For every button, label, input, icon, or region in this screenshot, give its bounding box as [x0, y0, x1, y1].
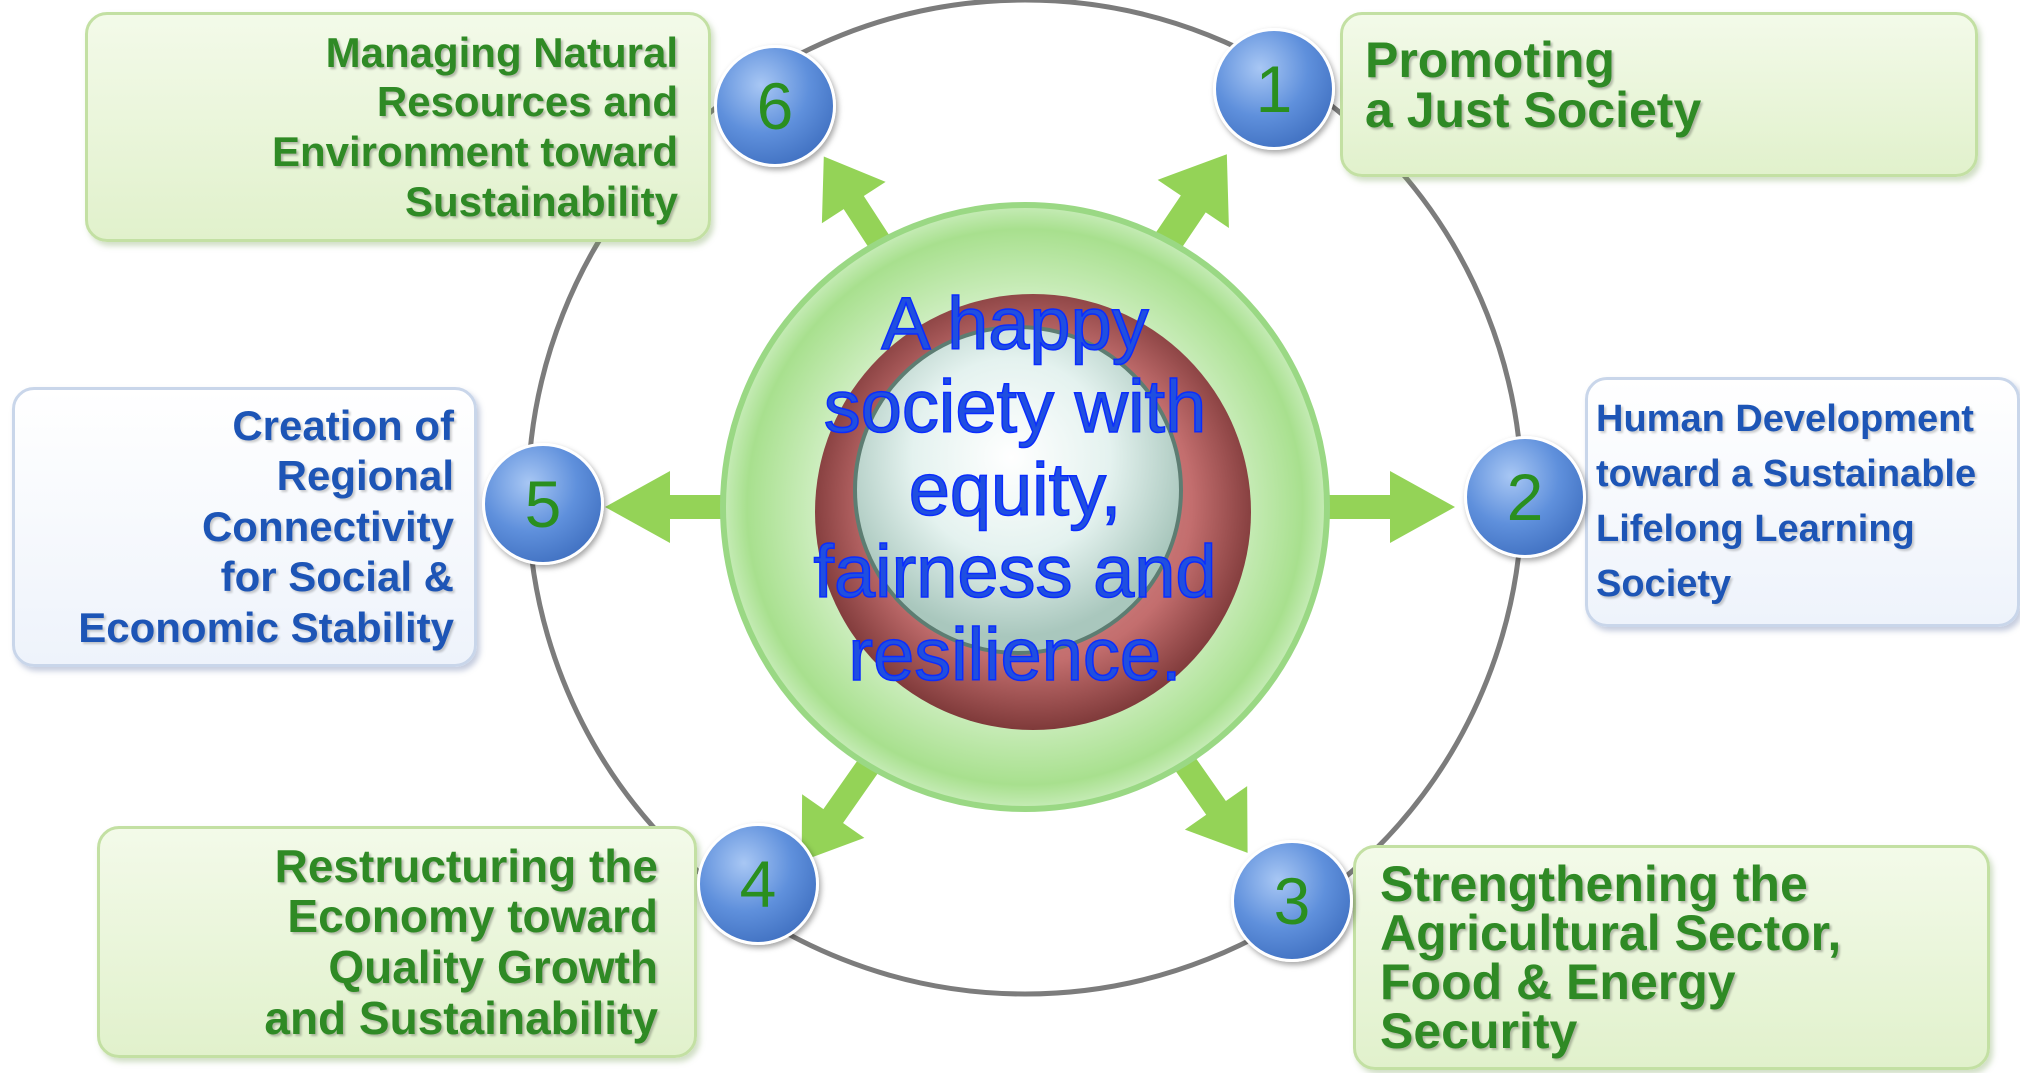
goal-1-box: Promoting a Just Society — [1340, 12, 1978, 177]
goal-2-text-line: Lifelong Learning — [1596, 508, 1915, 550]
goal-1-text-line: Promoting — [1365, 32, 1615, 88]
goal-5-text-line: for Social & — [220, 553, 454, 601]
goal-3-text-line: Strengthening the — [1380, 855, 1808, 912]
center-text-line: fairness and — [813, 530, 1218, 614]
goal-4-text-line: Economy toward — [287, 890, 658, 943]
goal-5-text-line: Regional — [276, 452, 454, 500]
center-text-line: A happy — [881, 281, 1150, 365]
goal-2-text-line: toward a Sustainable — [1596, 452, 1977, 495]
goal-4-number-badge: 4 — [697, 823, 819, 945]
goal-5-box: Creation of Regional Connectivity for So… — [12, 387, 477, 667]
goal-1-number-badge: 1 — [1213, 28, 1335, 150]
goal-6-text-line: Managing Natural — [325, 28, 678, 76]
center-text-line: resilience. — [848, 613, 1183, 697]
goal-6-text-line: Resources and — [376, 78, 678, 126]
inner-sphere — [853, 325, 1183, 655]
goal-1-text-line: a Just Society — [1365, 82, 1702, 138]
goal-3-text-line: Security — [1380, 1002, 1578, 1059]
arrow-to-goal-5 — [605, 471, 800, 543]
goal-6-text-line: Sustainability — [404, 177, 678, 225]
center-vision-text: A happy society with equity, fairness an… — [790, 281, 1240, 697]
goal-2-box: Human Development toward a Sustainable L… — [1585, 377, 2020, 627]
goal-5-text-line: Creation of — [232, 402, 454, 450]
center-text-line: society with — [823, 364, 1207, 448]
goal-4-text-line: Restructuring the — [274, 839, 658, 892]
arrow-to-goal-2 — [1240, 471, 1455, 543]
goal-2-text-line: Society — [1596, 563, 1732, 606]
goal-6-text-line: Environment toward — [271, 128, 678, 175]
goal-3-text-line: Agricultural Sector, — [1380, 904, 1842, 961]
goal-6-box: Managing Natural Resources and Environme… — [85, 12, 711, 242]
goal-5-number-badge: 5 — [482, 443, 604, 565]
goal-3-number-badge: 3 — [1231, 840, 1353, 962]
goal-5-text-line: Connectivity — [201, 502, 454, 550]
goal-3-box: Strengthening the Agricultural Sector, F… — [1353, 845, 1990, 1070]
goal-2-number-badge: 2 — [1464, 436, 1586, 558]
center-text-line: equity, — [908, 447, 1122, 531]
goal-5-text-line: Economic Stability — [78, 603, 454, 651]
goal-6-number-badge: 6 — [714, 45, 836, 167]
goal-4-text-line: Quality Growth — [328, 941, 658, 993]
goal-2-text-line: Human Development — [1596, 397, 1974, 440]
goal-4-box: Restructuring the Economy toward Quality… — [97, 826, 697, 1058]
goal-4-text-line: and Sustainability — [264, 991, 658, 1044]
goal-3-text-line: Food & Energy — [1380, 953, 1736, 1010]
